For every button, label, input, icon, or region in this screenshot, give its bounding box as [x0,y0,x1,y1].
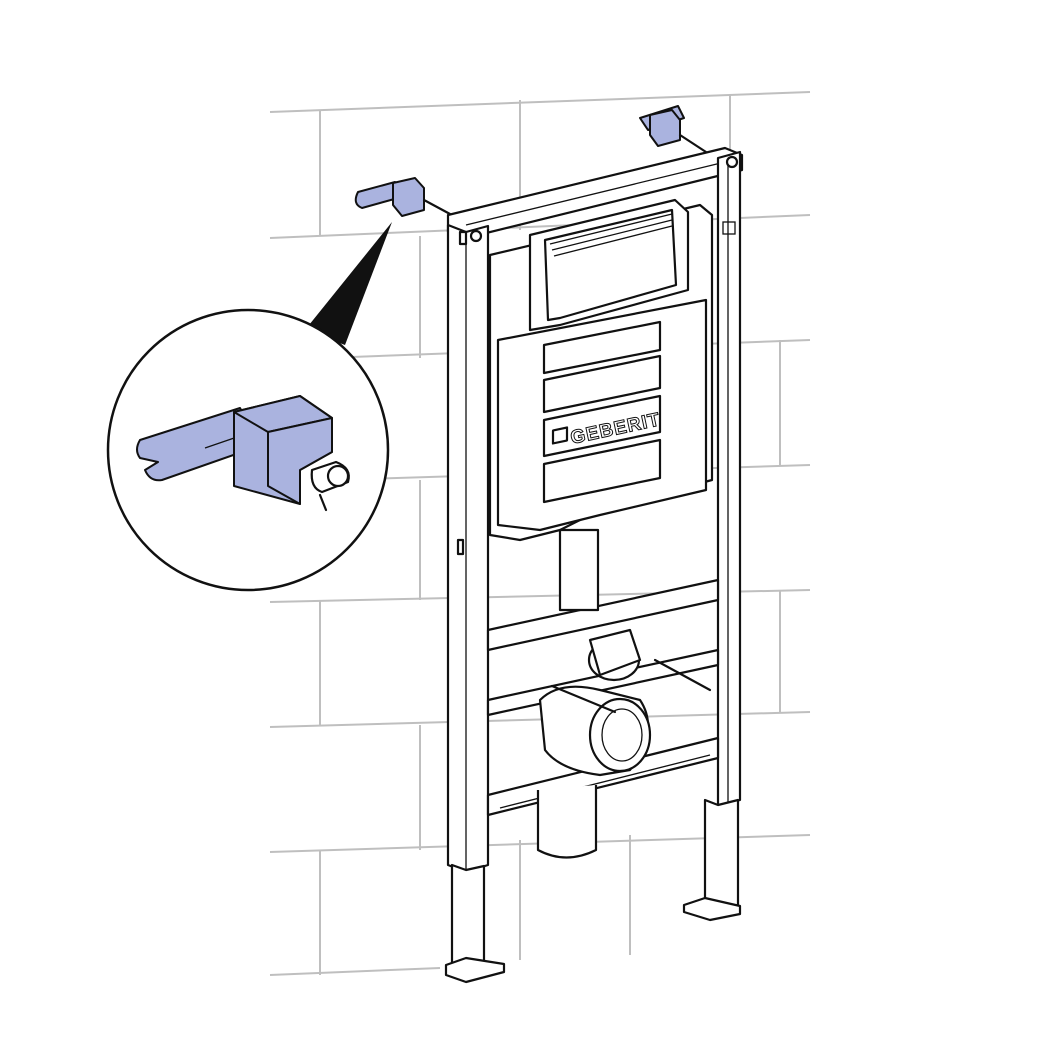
wall-bracket-right [639,105,708,154]
wall-bracket-left [354,177,452,217]
cistern: GEBERIT [488,198,714,859]
detail-callout [106,222,392,592]
